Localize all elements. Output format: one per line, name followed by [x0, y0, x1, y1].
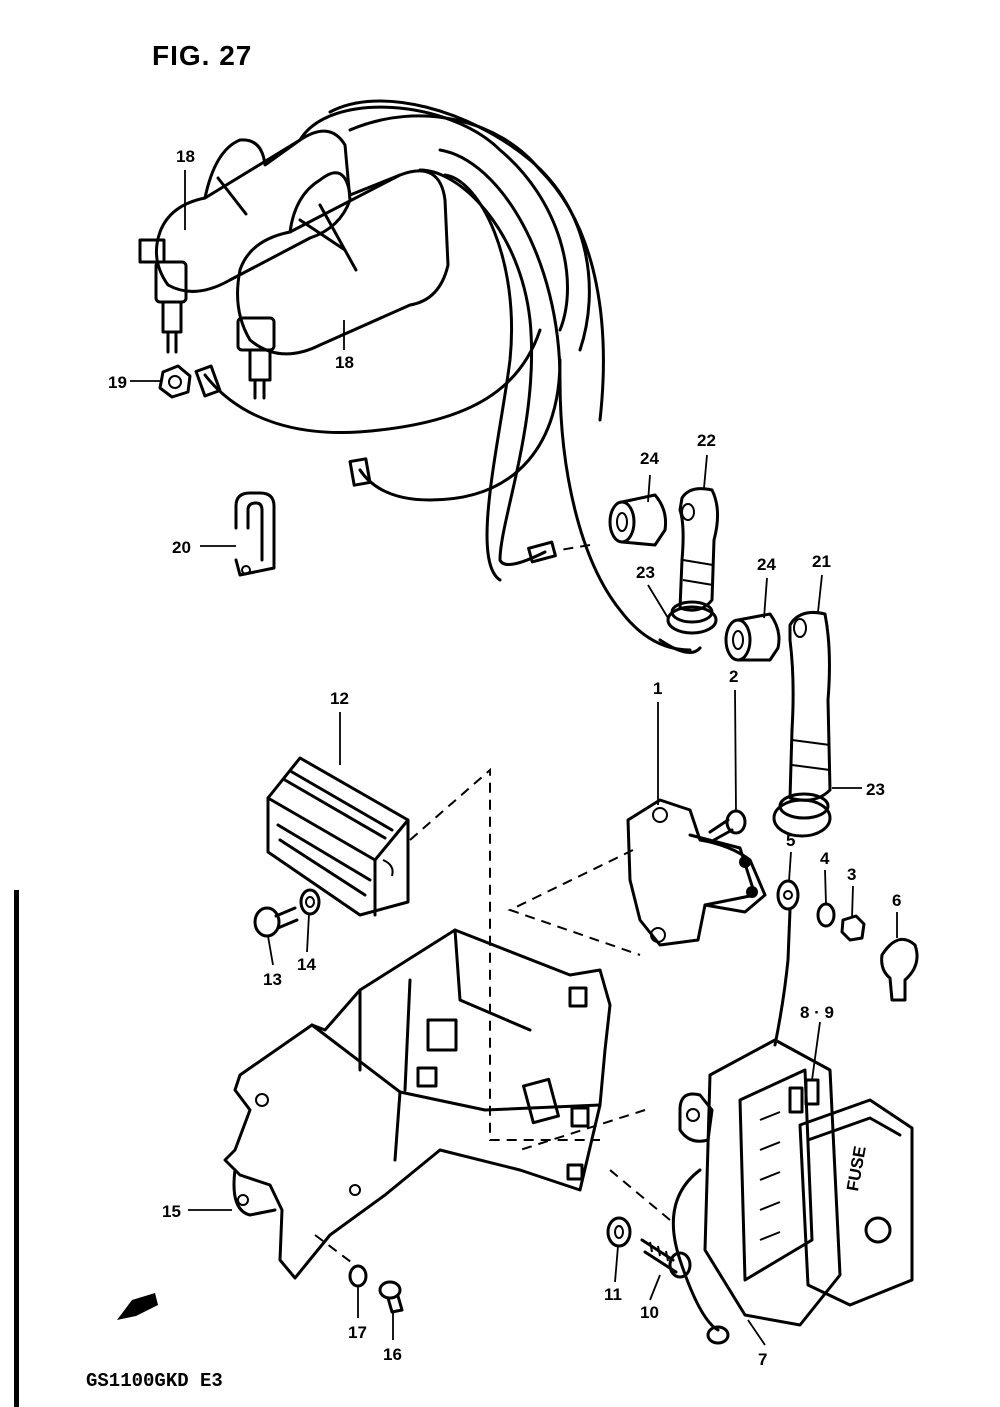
- callout-20: 20: [172, 538, 191, 557]
- fuse-box-7: [671, 1038, 842, 1345]
- clamp-20: [234, 491, 276, 577]
- callout-1: 1: [653, 679, 662, 698]
- assembly-lines: [314, 544, 671, 1266]
- grommet-24-lower: [724, 612, 781, 662]
- callout-4: 4: [820, 849, 830, 868]
- ignition-coil-rear: [138, 129, 352, 354]
- grommet-24-upper: [608, 493, 667, 547]
- callout-10: 10: [640, 1303, 659, 1322]
- callout-12: 12: [330, 689, 349, 708]
- nut-3: [840, 914, 866, 942]
- screw-2: [708, 809, 747, 842]
- seal-collar-23-lower: [772, 792, 832, 838]
- fuses-8-9: [788, 1078, 820, 1114]
- front-direction-arrow-icon: [117, 1293, 158, 1320]
- callout-7: 7: [758, 1350, 767, 1369]
- plug-cap-21: [788, 610, 832, 802]
- nut-19: [158, 364, 192, 399]
- terminal-boot-6: [880, 937, 919, 1002]
- callout-15: 15: [162, 1202, 181, 1221]
- fuse-label-text: FUSE: [843, 1145, 870, 1193]
- callout-6: 6: [892, 891, 901, 910]
- model-code: GS1100GKD E3: [86, 1370, 223, 1392]
- callout-2: 2: [729, 667, 738, 686]
- callout-16: 16: [383, 1345, 402, 1364]
- figure-title: FIG. 27: [152, 40, 253, 71]
- callout-5: 5: [786, 831, 795, 850]
- washer-4: [816, 902, 836, 928]
- plug-cap-22: [678, 487, 719, 612]
- callout-14: 14: [297, 955, 316, 974]
- callout-24-lower: 24: [757, 555, 776, 574]
- mounting-bracket-15: [223, 928, 612, 1280]
- callout-18-lower: 18: [335, 353, 354, 372]
- callout-8-9: 8 · 9: [800, 1003, 834, 1022]
- callout-17: 17: [348, 1323, 367, 1342]
- callout-18-upper: 18: [176, 147, 195, 166]
- callout-11: 11: [604, 1285, 622, 1304]
- seal-collar-23-upper: [666, 600, 718, 635]
- battery-lead-5: [773, 879, 800, 1047]
- starter-relay-1: [626, 798, 767, 947]
- washer-14: [299, 888, 321, 916]
- callout-21: 21: [812, 552, 831, 571]
- fuse-cover: FUSE: [798, 1098, 914, 1307]
- callout-13: 13: [263, 970, 282, 989]
- callout-19: 19: [108, 373, 127, 392]
- ignition-coil-front: [236, 169, 450, 400]
- screw-13: [253, 906, 299, 938]
- page-edge-bar: [14, 890, 19, 1407]
- callout-leaders: [130, 170, 898, 1346]
- callout-3: 3: [847, 865, 856, 884]
- washer-11: [606, 1216, 632, 1248]
- callout-numbers: 18 18 19 20 24 22 23 24 21 23 12 1 2 5 4…: [108, 147, 901, 1369]
- high-tension-leads: [194, 99, 702, 654]
- callout-22: 22: [697, 431, 716, 450]
- washer-17: [348, 1264, 368, 1288]
- bolt-16: [378, 1280, 404, 1314]
- bolt-10: [640, 1238, 692, 1279]
- callout-24-upper: 24: [640, 449, 659, 468]
- regulator-rectifier-12: [266, 756, 410, 917]
- callout-23-upper: 23: [636, 563, 655, 582]
- callout-23-lower: 23: [866, 780, 885, 799]
